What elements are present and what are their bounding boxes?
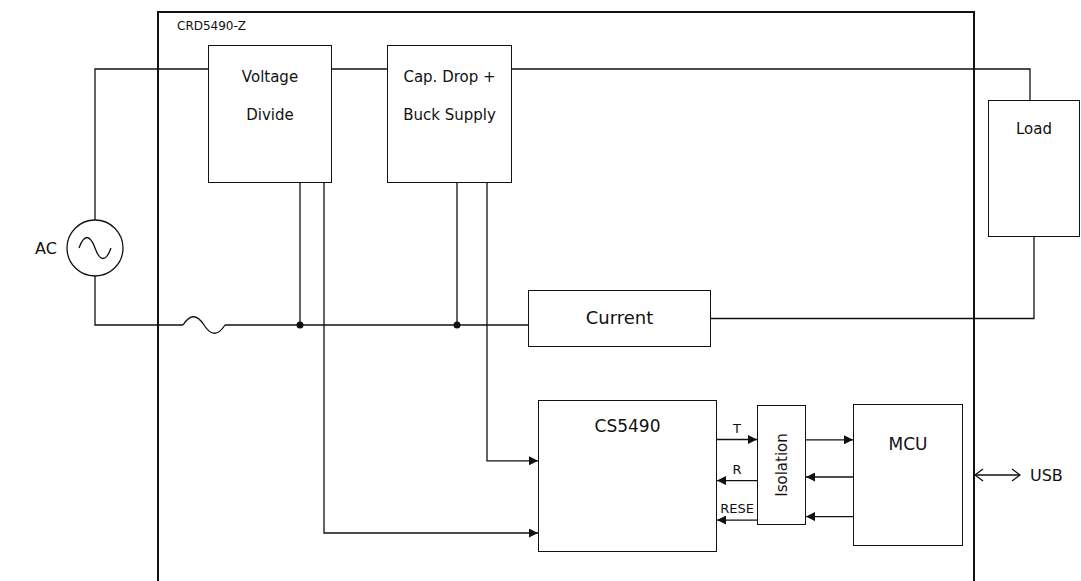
- node-label: MCU: [889, 433, 928, 455]
- usb-arrowheads: [975, 469, 1020, 481]
- node-label: Cap. Drop + Buck Supply: [400, 58, 500, 134]
- port-label: USB: [1030, 466, 1063, 485]
- signal-connector: [717, 480, 757, 481]
- node-label: CRD5490-Z: [177, 19, 246, 33]
- signal-connector: [717, 519, 757, 520]
- signal-connector: [324, 183, 538, 533]
- signal-connector: [711, 237, 1034, 319]
- ac-sine: [79, 238, 111, 259]
- junction-dot: [454, 322, 461, 329]
- signal-connector: [717, 439, 757, 440]
- fuse-symbol: [183, 317, 225, 334]
- mcu-box: MCU: [853, 404, 963, 546]
- ac-source-symbol: [67, 220, 123, 276]
- node-label: CS5490: [595, 415, 661, 437]
- signal-name: R: [731, 463, 742, 477]
- divider-box: Voltage Divide: [208, 45, 332, 183]
- signal-name: T: [732, 422, 742, 436]
- signal-connector: [806, 516, 853, 517]
- signal-name: RESE: [719, 502, 755, 516]
- chip-box: CS5490: [538, 400, 717, 552]
- supply-box: Cap. Drop + Buck Supply: [387, 45, 512, 183]
- usb-link: [975, 474, 1020, 475]
- neutral-wire: [225, 324, 528, 325]
- node-label: Isolation: [773, 433, 791, 497]
- load-box: Load: [988, 100, 1080, 237]
- node-label: Voltage Divide: [223, 58, 318, 134]
- board-outline: CRD5490-Z Voltage Divide Cap. Drop + Buck …: [157, 11, 975, 581]
- current-sensor-box: Current: [528, 290, 711, 347]
- source-label: AC: [35, 239, 57, 258]
- isolation-box: Isolation: [757, 405, 806, 525]
- junction-dot: [297, 322, 304, 329]
- neutral-wire: [95, 276, 183, 325]
- signal-connector: [806, 439, 853, 440]
- signal-connector: [806, 476, 853, 477]
- node-label: Current: [586, 307, 654, 329]
- node-label: Load: [1016, 119, 1052, 139]
